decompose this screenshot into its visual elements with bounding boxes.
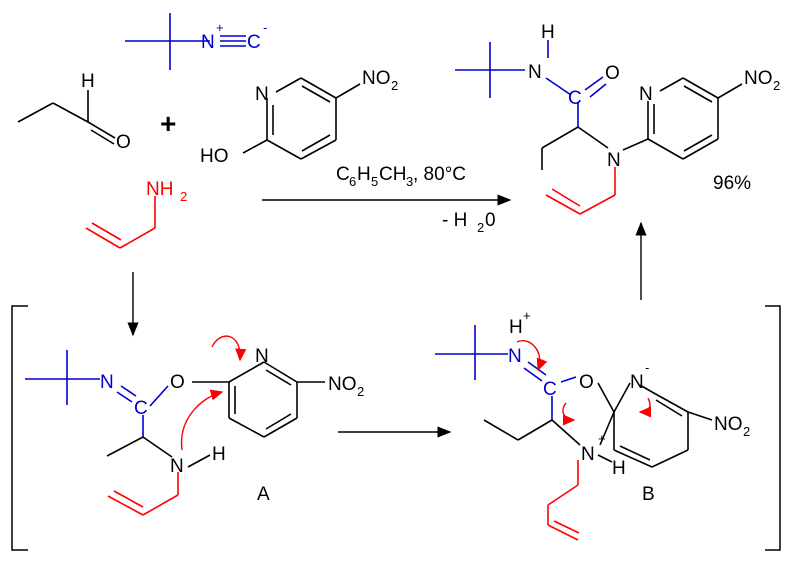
isocyanide-minus-charge: - <box>263 20 267 35</box>
reagent-allylamine <box>85 196 156 249</box>
propanal-o-label: O <box>116 132 131 153</box>
intermediate-b-o-label: O <box>579 372 594 393</box>
conditions-h: H <box>357 164 371 185</box>
reagent-isocyanide <box>125 13 246 70</box>
reagent-pyridinol <box>242 77 361 160</box>
isocyanide-c-label: C <box>247 32 261 53</box>
product-h-label: H <box>541 22 555 43</box>
intermediate-b-structure <box>435 325 713 541</box>
pyridinol-n-label: N <box>255 84 269 105</box>
propanal-h-label: H <box>81 71 95 92</box>
intermediate-b-n-plus-charge: + <box>598 431 606 446</box>
intermediate-a-label: A <box>257 484 270 505</box>
conditions-ch: CH <box>379 164 406 185</box>
intermediate-b-h-label: H <box>612 458 626 479</box>
conditions-6: 6 <box>349 174 356 189</box>
intermediate-a-c-label: C <box>134 398 148 419</box>
intermediate-b-nitro-label: NO <box>714 414 743 435</box>
product-amide-n-label: N <box>528 62 542 83</box>
intermediate-a-pyridine-n-label: N <box>255 346 269 367</box>
conditions-c: C <box>336 164 350 185</box>
intermediate-b-c-label: C <box>543 379 557 400</box>
conditions-5: 5 <box>371 174 378 189</box>
intermediate-a-amine-n-label: N <box>170 456 184 477</box>
product-o-label: O <box>605 63 620 84</box>
intermediate-b-pyridine-n-label: N <box>630 372 644 393</box>
intermediate-a-o-label: O <box>170 372 185 393</box>
mechanism-brackets <box>11 305 781 551</box>
pyridinol-nitro-subscript: 2 <box>391 78 398 93</box>
allylamine-nh-label: NH <box>146 179 173 200</box>
water-suffix: 0 <box>485 210 496 231</box>
water-subscript: 2 <box>477 220 484 235</box>
intermediate-a-nitro-label: NO <box>328 374 357 395</box>
product-yield: 96% <box>713 173 751 194</box>
intermediate-b-n-label: N <box>508 346 522 367</box>
conditions-temperature: , 80°C <box>413 164 466 185</box>
intermediate-b-h-plus-charge: + <box>523 308 531 323</box>
isocyanide-plus-charge: + <box>216 20 224 35</box>
intermediate-a-n-label: N <box>100 372 114 393</box>
product-amine-n-label: N <box>607 150 621 171</box>
product-structure <box>455 40 743 215</box>
product-nitro-subscript: 2 <box>773 78 780 93</box>
intermediate-b-nitro-subscript: 2 <box>743 424 750 439</box>
intermediate-a-nitro-subscript: 2 <box>357 384 364 399</box>
isocyanide-n-label: N <box>201 32 215 53</box>
intermediate-b-electron-arrows <box>516 340 652 426</box>
intermediate-b-n-minus-charge: - <box>645 360 649 375</box>
water-loss: - H 2 0 <box>442 210 496 235</box>
water-prefix: - H <box>442 210 467 231</box>
reagent-propanal <box>17 90 116 145</box>
reaction-conditions: C 6 H 5 CH 3 , 80°C <box>336 164 466 189</box>
intermediate-a-h-label: H <box>212 444 226 465</box>
pyridinol-ho-label: HO <box>200 146 229 167</box>
conditions-3: 3 <box>406 174 413 189</box>
allylamine-subscript: 2 <box>180 189 187 204</box>
product-nitro-label: NO <box>744 68 773 89</box>
intermediate-a-electron-arrows <box>180 335 247 451</box>
intermediate-b-label: B <box>642 484 655 505</box>
intermediate-a-structure <box>25 350 325 516</box>
intermediate-b-h-plus-label: H <box>509 317 523 338</box>
plus-sign: + <box>160 108 176 139</box>
intermediate-b-amine-n-label: N <box>581 444 595 465</box>
product-pyridine-n-label: N <box>639 84 653 105</box>
product-carbonyl-c-label: C <box>568 88 582 109</box>
pyridinol-nitro-label: NO <box>362 68 391 89</box>
